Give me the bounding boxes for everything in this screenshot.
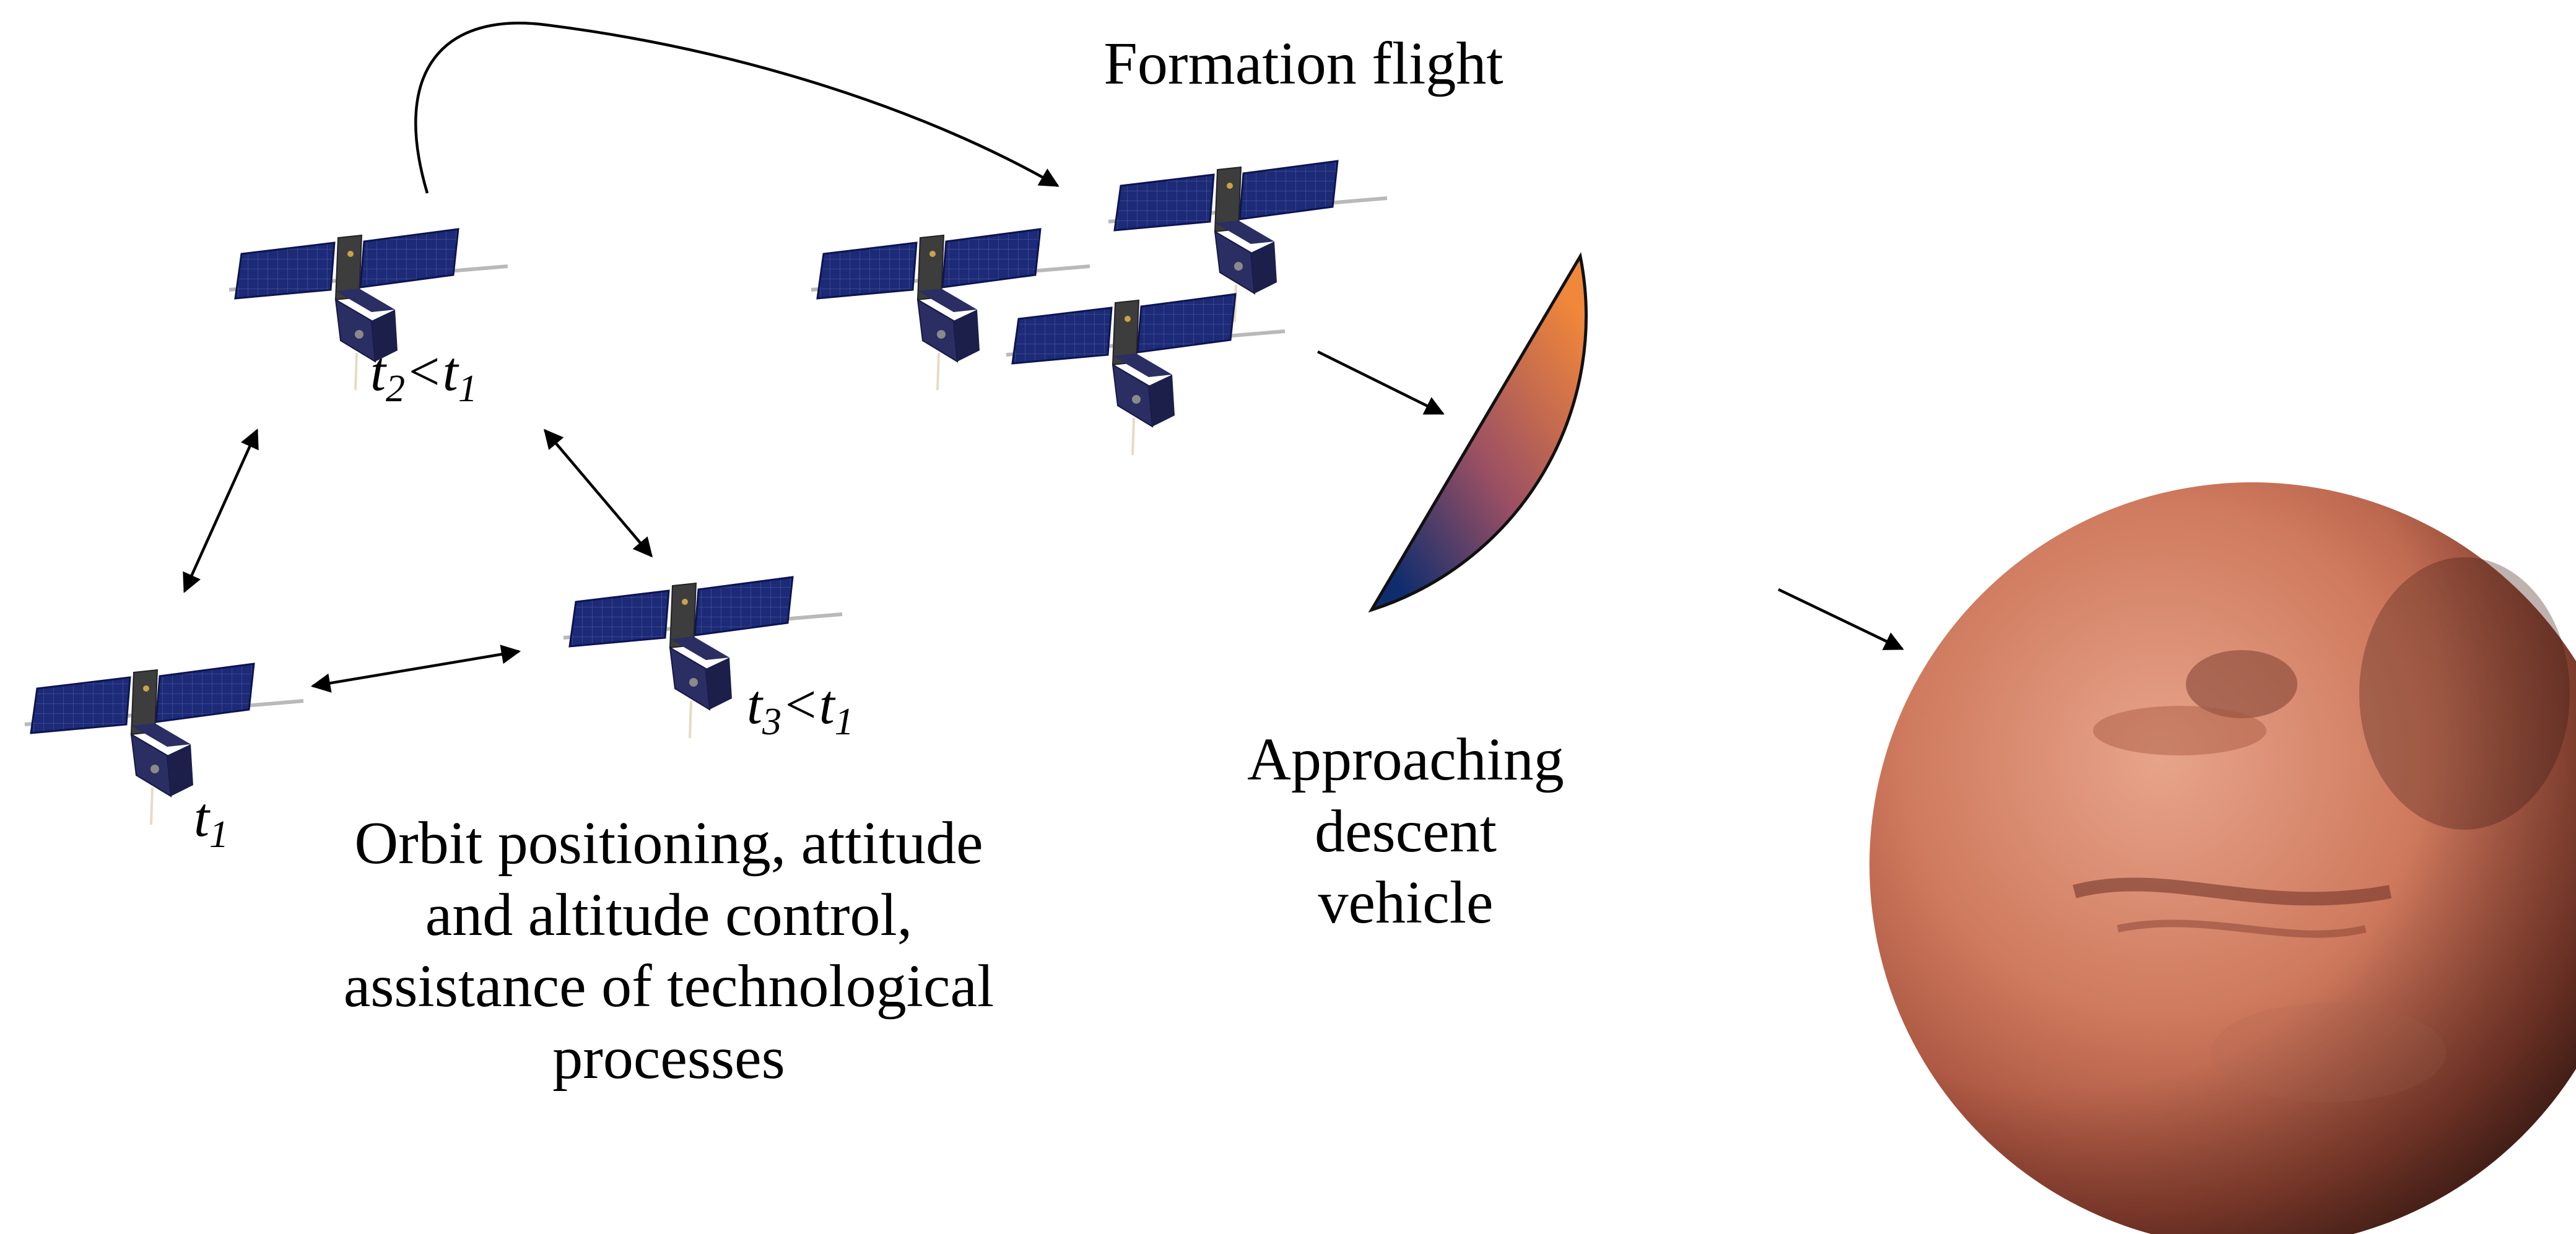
t3-sub: 3 xyxy=(762,701,782,743)
orbit-caption-line: Orbit positioning, attitude xyxy=(354,810,983,877)
descent-caption-line: vehicle xyxy=(1318,869,1494,937)
arrow-formation-to-descent xyxy=(1317,350,1445,415)
formation-satellite-left xyxy=(811,229,1090,390)
descent-caption: Approaching descent vehicle xyxy=(1170,724,1641,939)
t3-base: t xyxy=(747,674,763,736)
t3-base2: t xyxy=(819,674,835,736)
t1-sub: 1 xyxy=(209,814,229,856)
t2-sub: 2 xyxy=(386,368,406,410)
satellite-t1 xyxy=(25,664,303,825)
arrow-to-formation xyxy=(414,22,1060,194)
time-label-t1: t1 xyxy=(194,785,228,858)
descent-vehicle xyxy=(1368,252,1588,613)
orbit-caption-line: and altitude control, xyxy=(425,881,913,949)
time-label-t3: t3<t1 xyxy=(747,672,854,745)
formation-satellite-bottom xyxy=(1006,294,1285,455)
time-label-t2: t2<t1 xyxy=(370,339,477,412)
t3-sub2: 1 xyxy=(834,701,854,743)
t3-rel: < xyxy=(781,674,819,736)
t2-base: t xyxy=(370,341,386,402)
orbit-caption: Orbit positioning, attitude and altitude… xyxy=(272,808,1065,1095)
formation-flight-label: Formation flight xyxy=(1103,30,1503,97)
arrow-t1-t3 xyxy=(310,645,521,693)
arrow-descent-to-mars xyxy=(1778,588,1904,651)
arrow-t2-t3 xyxy=(543,428,653,558)
t1-base: t xyxy=(194,787,210,848)
formation-satellite-right xyxy=(1108,161,1387,322)
mars-planet xyxy=(1869,482,2576,1234)
arrow-t2-t1 xyxy=(183,428,259,593)
t2-rel: < xyxy=(405,341,443,402)
t2-base2: t xyxy=(442,341,458,402)
descent-caption-line: Approaching xyxy=(1247,726,1564,793)
descent-caption-line: descent xyxy=(1315,797,1497,865)
orbit-caption-line: processes xyxy=(552,1024,785,1092)
orbit-caption-line: assistance of technological xyxy=(343,953,994,1020)
t2-sub2: 1 xyxy=(458,368,477,410)
